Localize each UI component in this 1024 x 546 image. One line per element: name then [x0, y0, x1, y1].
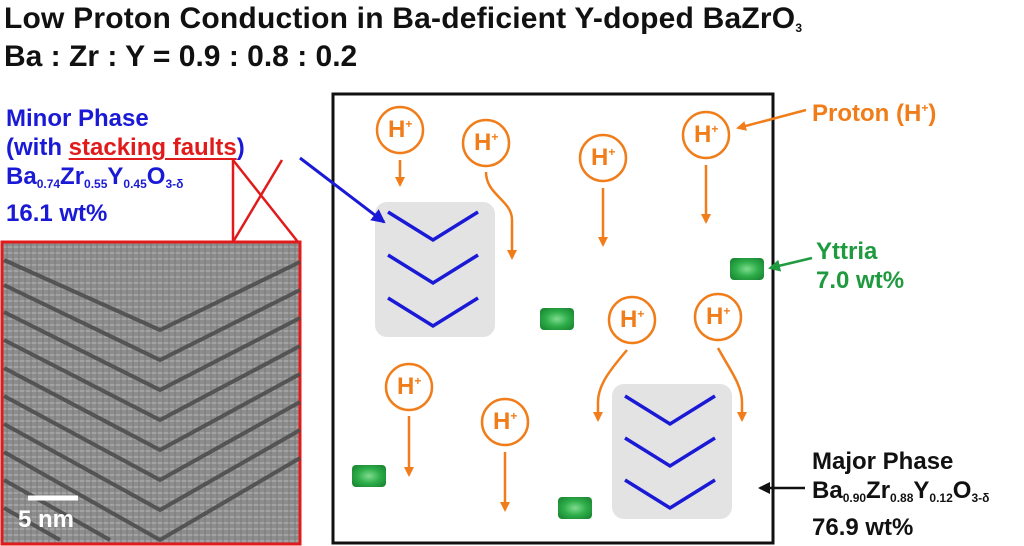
zoom-line-left — [231, 159, 284, 243]
minor-phase-wt: 16.1 wt% — [6, 200, 108, 227]
minor-phase-note: (with stacking faults) — [6, 134, 245, 161]
yttria-particles — [352, 258, 764, 519]
minor-phase-title: Minor Phase — [6, 105, 149, 132]
title-line-2: Ba : Zr : Y = 0.9 : 0.8 : 0.2 — [4, 40, 358, 73]
major-phase-formula: Ba0.90Zr0.88Y0.12O3-δ — [812, 477, 990, 505]
yttria-particle-3 — [352, 465, 386, 487]
yttria-particle-1 — [540, 308, 574, 330]
minor-phase-arrow — [299, 156, 386, 224]
proton-5 — [607, 295, 657, 345]
major-phase-wt: 76.9 wt% — [812, 514, 914, 541]
proton-1 — [375, 105, 425, 155]
scale-bar-label: 5 nm — [18, 506, 75, 533]
proton-label-4: H+ — [694, 121, 719, 148]
yttria-name: Yttria — [816, 238, 878, 265]
proton-label-2: H+ — [474, 129, 499, 156]
proton-arrow-5 — [593, 349, 628, 422]
proton-3 — [578, 133, 628, 183]
minor-phase-region-upper — [375, 202, 495, 337]
proton-label-7: H+ — [397, 373, 422, 400]
stacking-faults-text: stacking faults — [68, 134, 237, 161]
proton-8 — [480, 397, 530, 447]
yttria-label-arrow — [768, 256, 813, 272]
title-subscript: 3 — [795, 21, 803, 35]
proton-arrow-2 — [484, 171, 517, 260]
minor-phase-formula: Ba0.74Zr0.55Y0.45O3-δ — [6, 163, 184, 191]
proton-7 — [384, 362, 434, 412]
proton-6 — [693, 292, 743, 342]
zoom-line-right — [232, 159, 299, 243]
title-text: Low Proton Conduction in Ba-deficient Y-… — [4, 2, 796, 35]
yttria-particle-4 — [558, 497, 592, 519]
major-phase-title: Major Phase — [812, 448, 954, 475]
proton-arrow-6 — [716, 347, 747, 422]
micrograph-image — [0, 240, 302, 546]
proton-4 — [681, 110, 731, 160]
major-phase-label: Major Phase Ba0.90Zr0.88Y0.12O3-δ 76.9 w… — [812, 447, 989, 542]
minor-phase-label: Minor Phase (with stacking faults) Ba0.7… — [6, 104, 245, 228]
proton-label-arrow — [736, 108, 807, 131]
yttria-wt: 7.0 wt% — [816, 267, 905, 294]
proton-circles — [375, 105, 743, 447]
minor-phase-region-lower — [612, 384, 732, 519]
proton-label-6: H+ — [706, 303, 731, 330]
proton-label-5: H+ — [620, 306, 645, 333]
proton-label-1: H+ — [388, 116, 413, 143]
yttria-label: Yttria 7.0 wt% — [816, 237, 904, 295]
proton-2 — [461, 118, 511, 168]
proton-legend-label: Proton (H+) — [812, 100, 937, 127]
title-line-1: Low Proton Conduction in Ba-deficient Y-… — [4, 2, 802, 36]
yttria-particle-2 — [730, 258, 764, 280]
proton-label-3: H+ — [591, 144, 616, 171]
proton-label-8: H+ — [493, 408, 518, 435]
